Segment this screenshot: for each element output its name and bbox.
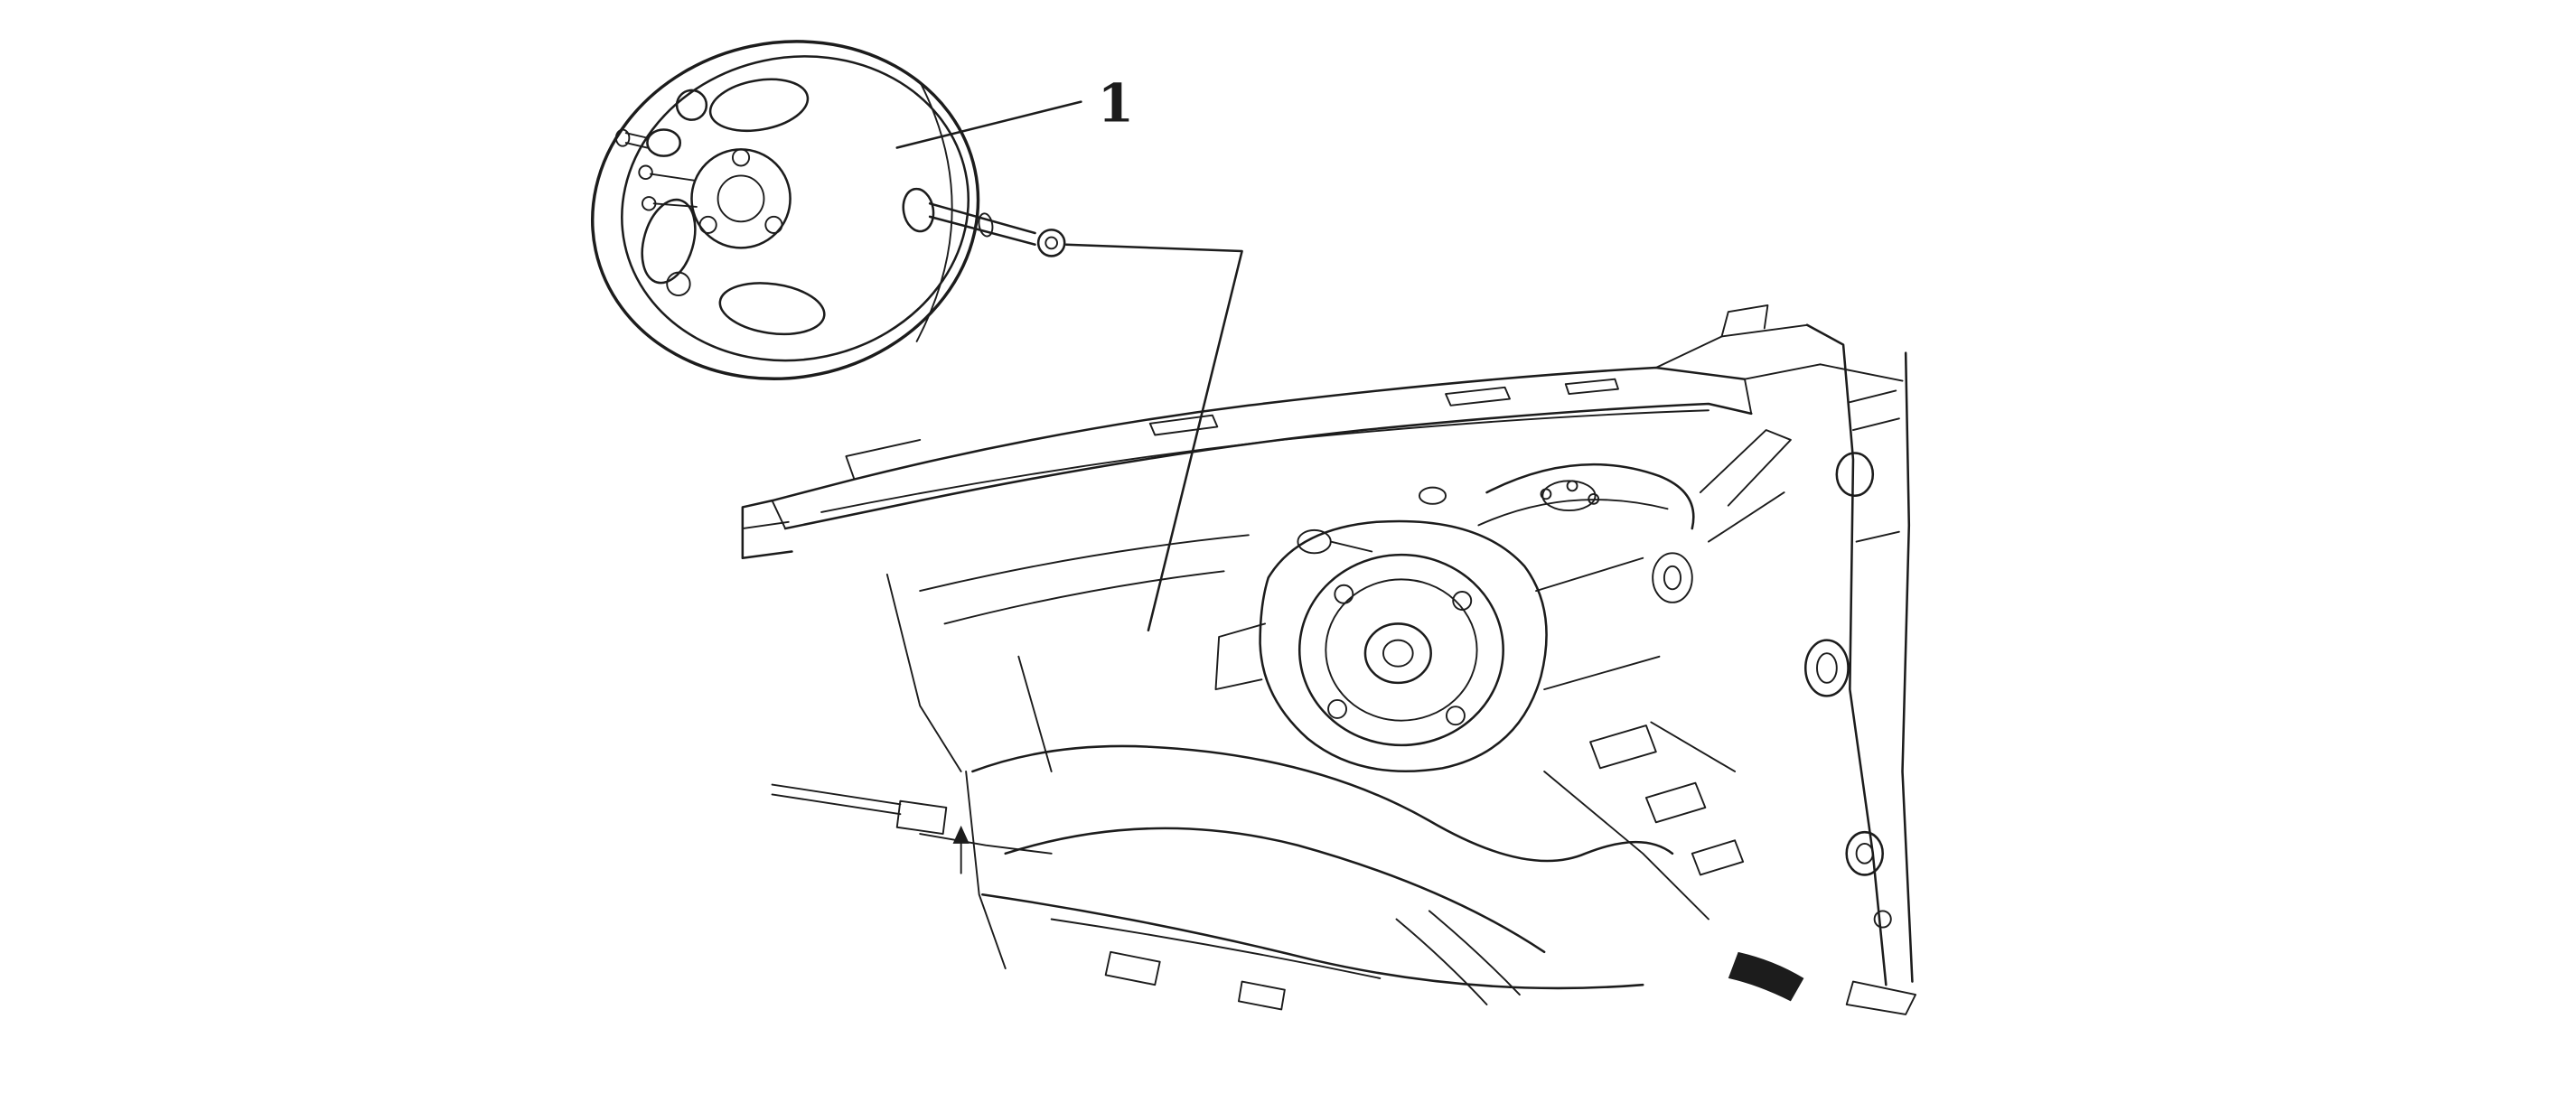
wheelhouse-illustration — [965, 724, 1804, 1011]
brake-booster-illustration — [591, 40, 980, 380]
callout-1: 1 — [895, 71, 1243, 631]
check-valve-illustration — [614, 128, 682, 157]
dash-panel-booster-mount-illustration — [1214, 519, 1548, 773]
engine-compartment-illustration — [741, 304, 1917, 1015]
callout-number: 1 — [1098, 71, 1134, 134]
cowl-panel-illustration — [741, 304, 1822, 560]
pushrod-illustration — [902, 187, 1066, 257]
callout-leader-line — [895, 100, 1082, 149]
up-arrow-icon — [952, 825, 970, 844]
frame-rail-illustration — [1803, 323, 1917, 1015]
mount-location-leader-line — [1064, 243, 1243, 631]
hinge-bracket-illustration — [771, 783, 1053, 874]
strut-tower-illustration — [1477, 429, 1792, 543]
